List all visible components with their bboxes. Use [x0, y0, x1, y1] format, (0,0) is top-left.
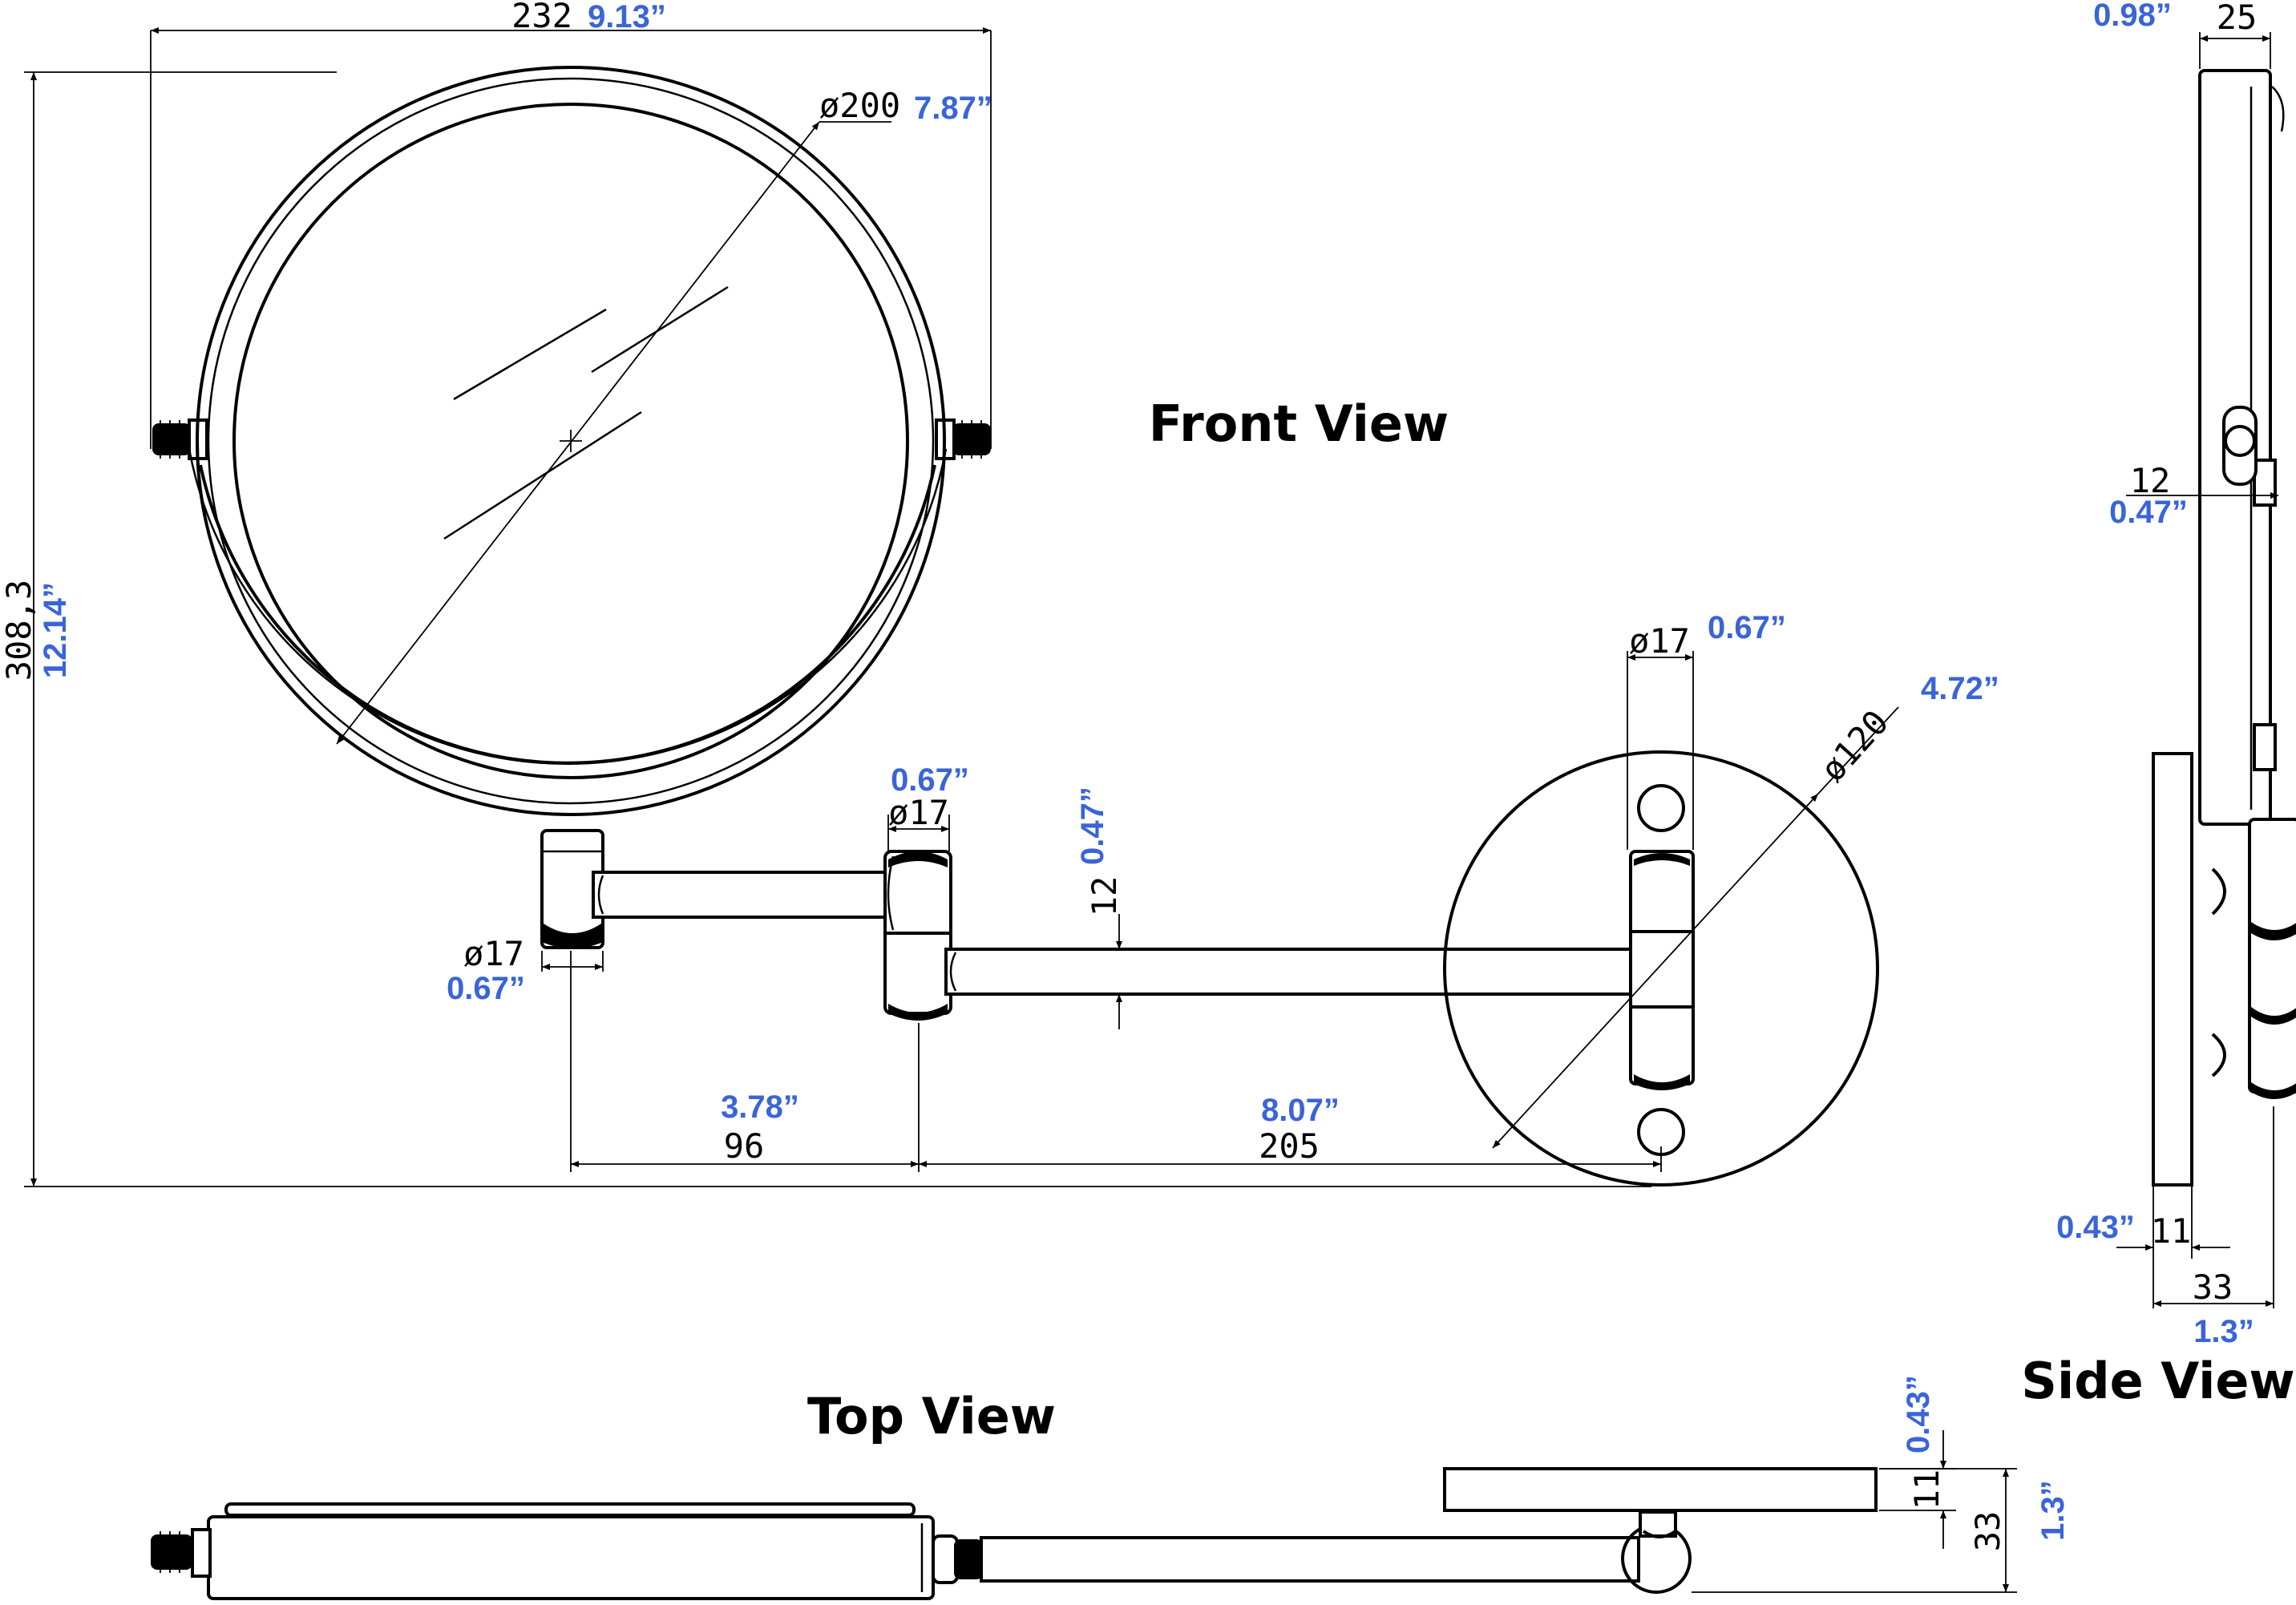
side-plate-thickness-mm-label: 11	[2151, 1211, 2192, 1251]
width-dimension: 232 9.13”	[150, 0, 992, 449]
side-arm-joint	[2211, 818, 2296, 1099]
mirror-diameter-leader: ø200 7.87”	[336, 86, 992, 745]
mirror-glass	[232, 103, 909, 779]
height-dimension: 308,3 12.14”	[0, 71, 1651, 1187]
side-depth-dimension: 25 0.98”	[2093, 0, 2271, 69]
side-depth-mm-label: 25	[2217, 0, 2258, 37]
top-total-depth-in-label: 1.3”	[2035, 1480, 2071, 1541]
mirror-dia-in-label: 7.87”	[914, 91, 992, 126]
mirror-dia-mm-label: ø200	[819, 86, 900, 125]
arm1-length-in-label: 3.78”	[721, 1090, 799, 1125]
middle-joint-dia-mm-label: ø17	[888, 793, 949, 832]
top-total-depth-dimension: 33 1.3”	[1692, 1468, 2071, 1593]
side-total-depth-in-label: 1.3”	[2193, 1314, 2254, 1349]
middle-swivel-joint	[883, 850, 952, 1021]
side-view-title: Side View	[2021, 1352, 2294, 1410]
middle-joint-diameter: ø17 0.67”	[887, 762, 969, 851]
side-pivot-dimension: 12 0.47”	[2109, 461, 2278, 530]
top-plate-thickness-in-label: 0.43”	[1901, 1375, 1936, 1453]
plate-dia-mm-label: ø120	[1813, 702, 1896, 789]
plate-diameter-leader: ø120 4.72”	[1492, 671, 1999, 1149]
width-in-label: 9.13”	[588, 0, 666, 34]
arm1-length-mm-label: 96	[724, 1126, 765, 1166]
top-view: 11 0.43” 33 1.3” Top View	[151, 1375, 2071, 1600]
top-right-knob	[932, 1534, 983, 1584]
side-plate-thickness-dimension: 11 0.43”	[2056, 1187, 2230, 1308]
middle-joint-dia-in-label: 0.67”	[891, 762, 969, 798]
mirror-yoke	[199, 464, 936, 765]
side-total-depth-dimension: 33 1.3”	[2153, 1106, 2274, 1349]
mirror-outer-ring	[196, 66, 946, 816]
front-view-title: Front View	[1149, 394, 1449, 453]
left-joint-diameter: ø17 0.67”	[447, 934, 604, 1006]
side-total-depth-mm-label: 33	[2193, 1267, 2233, 1307]
arm2-length-mm-label: 205	[1259, 1126, 1320, 1166]
plate-joint-dia-mm-label: ø17	[1629, 621, 1690, 661]
glass-reflection-lines	[443, 285, 729, 540]
upper-screw-hole	[1637, 784, 1685, 832]
plate-dia-in-label: 4.72”	[1921, 671, 1999, 706]
side-plate-thickness-in-label: 0.43”	[2056, 1210, 2135, 1245]
side-wall-plate	[2152, 752, 2193, 1187]
arm-thickness-mm-label: 12	[1085, 876, 1124, 917]
left-joint-dia-in-label: 0.67”	[447, 971, 525, 1006]
top-left-knob	[151, 1531, 192, 1573]
height-mm-label: 308,3	[0, 580, 38, 681]
front-view: 232 9.13” 308,3 12.14”	[0, 0, 1999, 1187]
side-pivot-mm-label: 12	[2130, 461, 2171, 500]
top-plate-thickness-mm-label: 11	[1907, 1470, 1946, 1510]
top-mirror-body	[191, 1502, 935, 1600]
width-mm-label: 232	[511, 0, 572, 35]
plate-joint-diameter: ø17 0.67”	[1627, 610, 1786, 850]
top-total-depth-mm-label: 33	[1968, 1511, 2007, 1552]
side-view: 25 0.98” 12 0.47” 11 0.43” 33 1.3” Side …	[2021, 0, 2296, 1410]
side-pivot	[2222, 406, 2258, 486]
top-view-title: Top View	[807, 1387, 1056, 1445]
side-pivot-in-label: 0.47”	[2109, 495, 2188, 530]
height-in-label: 12.14”	[38, 582, 73, 678]
arm2-length-in-label: 8.07”	[1261, 1093, 1340, 1128]
plate-swivel-joint	[1629, 850, 1695, 1090]
left-joint-dia-mm-label: ø17	[463, 934, 524, 973]
arm-length-dimensions: 96 3.78” 205 8.07”	[570, 951, 1662, 1172]
second-arm	[944, 948, 1637, 996]
arm-thickness-in-label: 0.47”	[1075, 786, 1110, 865]
first-arm	[592, 871, 893, 919]
plate-joint-dia-in-label: 0.67”	[1708, 610, 1786, 645]
top-arm	[980, 1536, 1640, 1583]
top-wall-plate	[1443, 1467, 1878, 1512]
side-depth-in-label: 0.98”	[2093, 0, 2172, 33]
left-swivel-joint	[540, 829, 604, 949]
top-plate-thickness-dimension: 11 0.43”	[1879, 1375, 1956, 1549]
arm-thickness-dimension: 12 0.47”	[1075, 786, 1124, 1029]
